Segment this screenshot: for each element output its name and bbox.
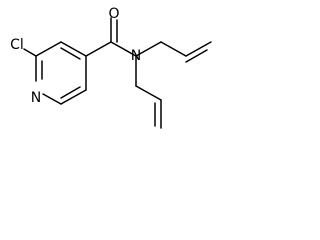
molecule-canvas: Cl N N O — [10, 6, 212, 129]
bond-c2-c3 — [35, 41, 62, 57]
bond-carbonyl-carbon-amide-n — [110, 41, 137, 57]
bond-allyl1-ch2-ch — [135, 85, 162, 101]
bond-c3-c4 — [60, 41, 87, 57]
bond-c2-cl — [23, 48, 37, 57]
bond-c4-carbonyl-carbon — [85, 41, 112, 57]
pyridine-nitrogen-label: N — [31, 90, 41, 106]
chlorine-label: Cl — [10, 37, 24, 53]
bond-amide-n-allyl2-ch2 — [135, 41, 162, 57]
carbonyl-oxygen-label: O — [108, 6, 119, 22]
bond-allyl2-ch2-ch — [160, 41, 187, 57]
bond-c6-n1 — [42, 93, 62, 105]
amide-nitrogen-label: N — [131, 48, 141, 64]
pyridine-ring — [35, 41, 87, 105]
bond-allyl2-ch-ch2 — [185, 41, 212, 57]
double-bond-allyl2 — [185, 49, 208, 63]
bond-c5-c6 — [60, 89, 87, 105]
double-bond-c3-c4-inner — [60, 47, 81, 60]
molecule-diagram: Cl N N O — [10, 6, 212, 129]
double-bond-c5-c6-inner — [60, 86, 81, 99]
